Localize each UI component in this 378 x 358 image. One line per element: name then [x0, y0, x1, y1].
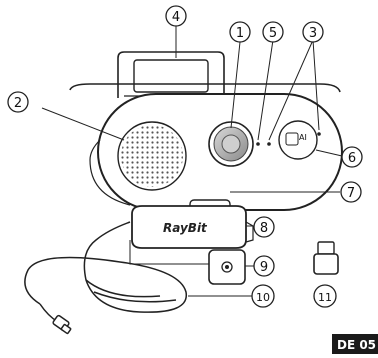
callout-7: 7	[340, 181, 362, 203]
callout-5: 5	[262, 21, 284, 43]
callout-4: 4	[165, 5, 187, 27]
svg-text:6: 6	[348, 151, 356, 166]
callout-1: 1	[229, 21, 251, 43]
ai-label: AI	[299, 133, 307, 142]
svg-text:8: 8	[260, 221, 268, 236]
tripod-mount	[208, 249, 246, 285]
callout-2: 2	[7, 91, 29, 113]
svg-text:2: 2	[14, 96, 22, 111]
usb-dongle	[313, 241, 339, 275]
leader-lines	[41, 26, 343, 297]
indicator-dot-right	[317, 132, 321, 136]
callout-10: 10	[251, 284, 275, 308]
microphone-dot	[256, 142, 260, 146]
svg-text:3: 3	[309, 26, 317, 41]
svg-text:4: 4	[172, 10, 180, 25]
callout-3: 3	[302, 21, 324, 43]
callout-8: 8	[253, 216, 275, 238]
callout-9: 9	[253, 255, 275, 277]
svg-text:10: 10	[256, 291, 270, 304]
svg-text:1: 1	[236, 26, 244, 41]
svg-text:9: 9	[260, 260, 268, 275]
usb-cable	[24, 221, 187, 335]
svg-text:7: 7	[347, 186, 355, 201]
corner-code-badge: DE 05	[332, 334, 378, 354]
webcam-body: AI	[69, 83, 343, 211]
callouts: 1 2 3 4 5 6 7 8 9 10 11	[7, 5, 363, 308]
mounting-clip: RayBit	[131, 205, 254, 249]
svg-text:5: 5	[269, 26, 277, 41]
indicator-dot	[267, 142, 271, 146]
svg-text:DE 05: DE 05	[337, 338, 376, 352]
camera-lens	[208, 121, 254, 167]
callout-11: 11	[313, 284, 337, 308]
callout-6: 6	[341, 146, 363, 168]
privacy-cover	[117, 51, 225, 98]
brand-logo: RayBit	[163, 221, 208, 235]
svg-text:11: 11	[318, 291, 332, 304]
